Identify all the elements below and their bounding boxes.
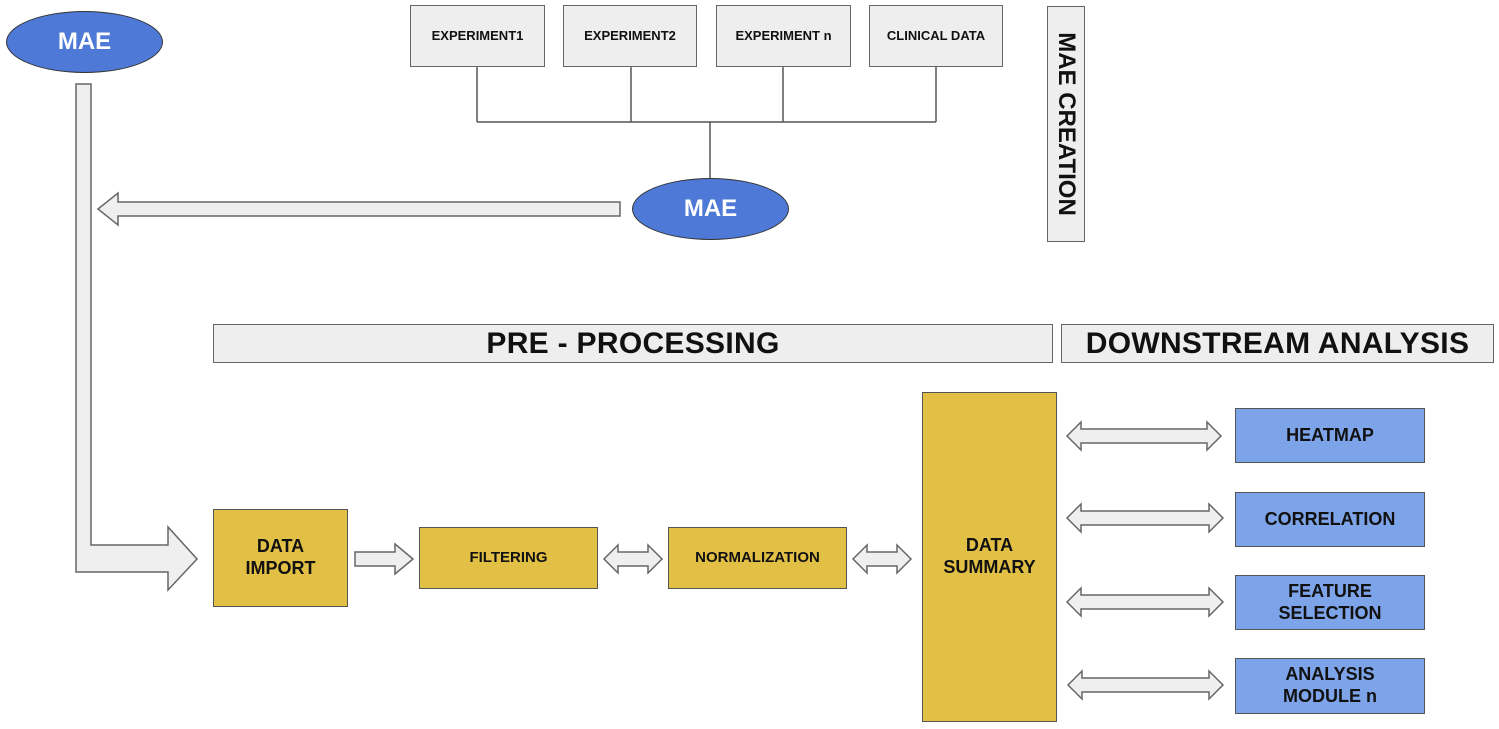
analysis-module-n: ANALYSIS MODULE n (1235, 658, 1425, 714)
data-import-box: DATA IMPORT (213, 509, 348, 607)
data-import-line2: IMPORT (245, 558, 316, 578)
filtering-box: FILTERING (419, 527, 598, 589)
mae-top-node: MAE (6, 11, 163, 73)
correlation-label: CORRELATION (1264, 508, 1396, 529)
arrow-summary-analysis-module (1066, 669, 1225, 701)
normalization-box: NORMALIZATION (668, 527, 847, 589)
arrow-summary-heatmap (1065, 420, 1223, 452)
arrow-mae-to-import (75, 83, 199, 592)
source-experiment2: EXPERIMENT2 (563, 5, 697, 67)
source-label: EXPERIMENT2 (584, 28, 676, 44)
data-import-line1: DATA (256, 536, 305, 557)
source-experiment1: EXPERIMENT1 (410, 5, 545, 67)
arrow-normalization-summary (851, 543, 913, 575)
heatmap-module: HEATMAP (1235, 408, 1425, 463)
pre-processing-header: PRE - PROCESSING (213, 324, 1053, 363)
analysis-module-line1: ANALYSIS (1285, 664, 1375, 685)
arrow-summary-correlation (1065, 502, 1225, 534)
mae-top-label: MAE (57, 28, 112, 55)
arrow-mae-return (96, 191, 621, 227)
source-label: CLINICAL DATA (886, 28, 986, 44)
source-label: EXPERIMENT1 (431, 28, 524, 44)
mae-creation-section-label: MAE CREATION (1047, 6, 1085, 242)
downstream-analysis-title: DOWNSTREAM ANALYSIS (1085, 326, 1470, 360)
pre-processing-title: PRE - PROCESSING (486, 326, 780, 360)
source-label: EXPERIMENT n (735, 28, 832, 44)
mae-merged-node: MAE (632, 178, 789, 240)
filtering-label: FILTERING (469, 549, 548, 566)
correlation-module: CORRELATION (1235, 492, 1425, 547)
source-clinical-data: CLINICAL DATA (869, 5, 1003, 67)
arrow-summary-feature-selection (1065, 586, 1225, 618)
mae-merged-label: MAE (683, 195, 738, 222)
heatmap-label: HEATMAP (1286, 424, 1374, 445)
analysis-module-line2: MODULE n (1283, 686, 1377, 706)
data-summary-line2: SUMMARY (943, 557, 1036, 577)
arrow-import-to-filtering (354, 542, 415, 576)
feature-selection-module: FEATURE SELECTION (1235, 575, 1425, 630)
source-experiment-n: EXPERIMENT n (716, 5, 851, 67)
data-summary-line1: DATA (965, 535, 1014, 556)
feature-selection-line2: SELECTION (1278, 602, 1382, 623)
mae-creation-text: MAE CREATION (1053, 32, 1080, 216)
normalization-label: NORMALIZATION (695, 549, 820, 566)
arrow-filtering-normalization (602, 543, 664, 575)
data-summary-box: DATA SUMMARY (922, 392, 1057, 722)
feature-selection-line1: FEATURE (1288, 580, 1372, 601)
downstream-analysis-header: DOWNSTREAM ANALYSIS (1061, 324, 1494, 363)
source-tree-lines (476, 67, 937, 178)
